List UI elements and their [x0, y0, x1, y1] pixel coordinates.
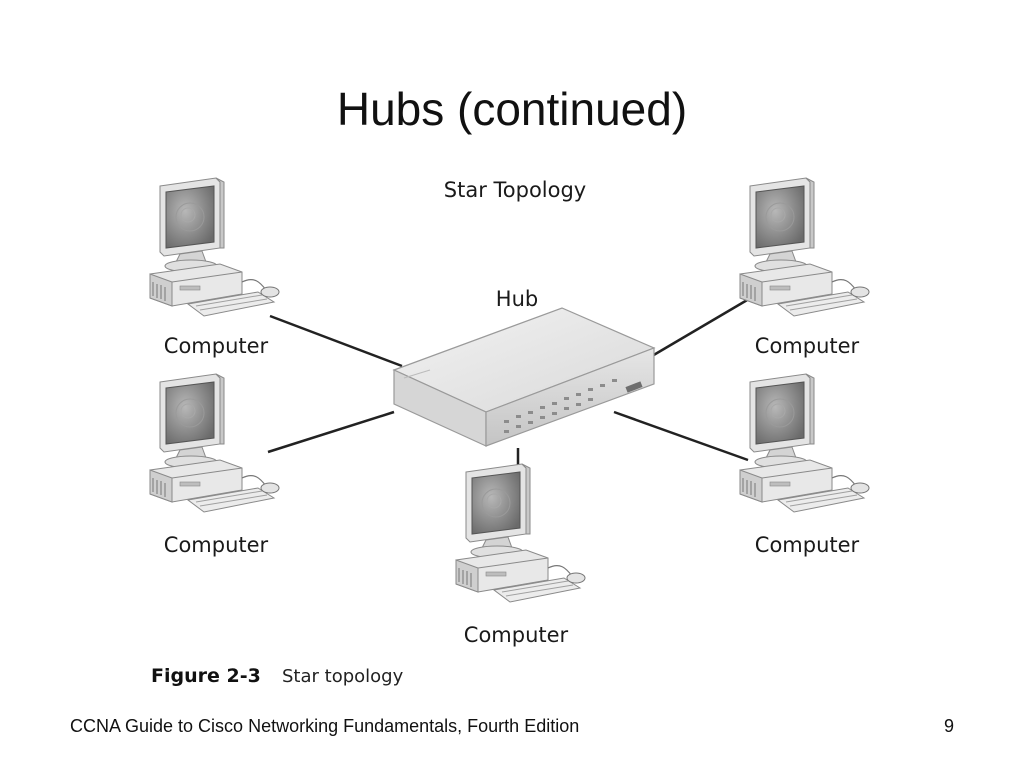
- computer-label-bottom-left: Computer: [164, 533, 269, 557]
- computer-icon-bottom-center: [455, 463, 586, 603]
- computer-icon-bottom-left: [149, 373, 280, 513]
- computer-label-top-left: Computer: [164, 334, 269, 358]
- computer-label-bottom-center: Computer: [464, 623, 569, 647]
- hub-label: Hub: [496, 287, 538, 311]
- footer-text: CCNA Guide to Cisco Networking Fundament…: [70, 716, 580, 736]
- diagram-heading: Star Topology: [444, 178, 586, 202]
- cable-top-right: [651, 294, 755, 358]
- figure-caption: Star topology: [282, 666, 404, 687]
- computer-icon-top-right: [739, 177, 870, 317]
- network-hub-icon: [392, 307, 656, 447]
- cable-bottom-right: [613, 410, 749, 462]
- page-number: 9: [943, 716, 954, 736]
- figure-number: Figure 2-3: [151, 665, 261, 687]
- computer-icon-bottom-right: [739, 373, 870, 513]
- cable-top-left: [269, 314, 403, 368]
- cable-bottom-left: [267, 410, 395, 454]
- computer-label-top-right: Computer: [755, 334, 860, 358]
- computer-label-bottom-right: Computer: [755, 533, 860, 557]
- connection-lines: [267, 294, 755, 470]
- slide-title: Hubs (continued): [336, 83, 688, 135]
- computer-icon-top-left: [149, 177, 280, 317]
